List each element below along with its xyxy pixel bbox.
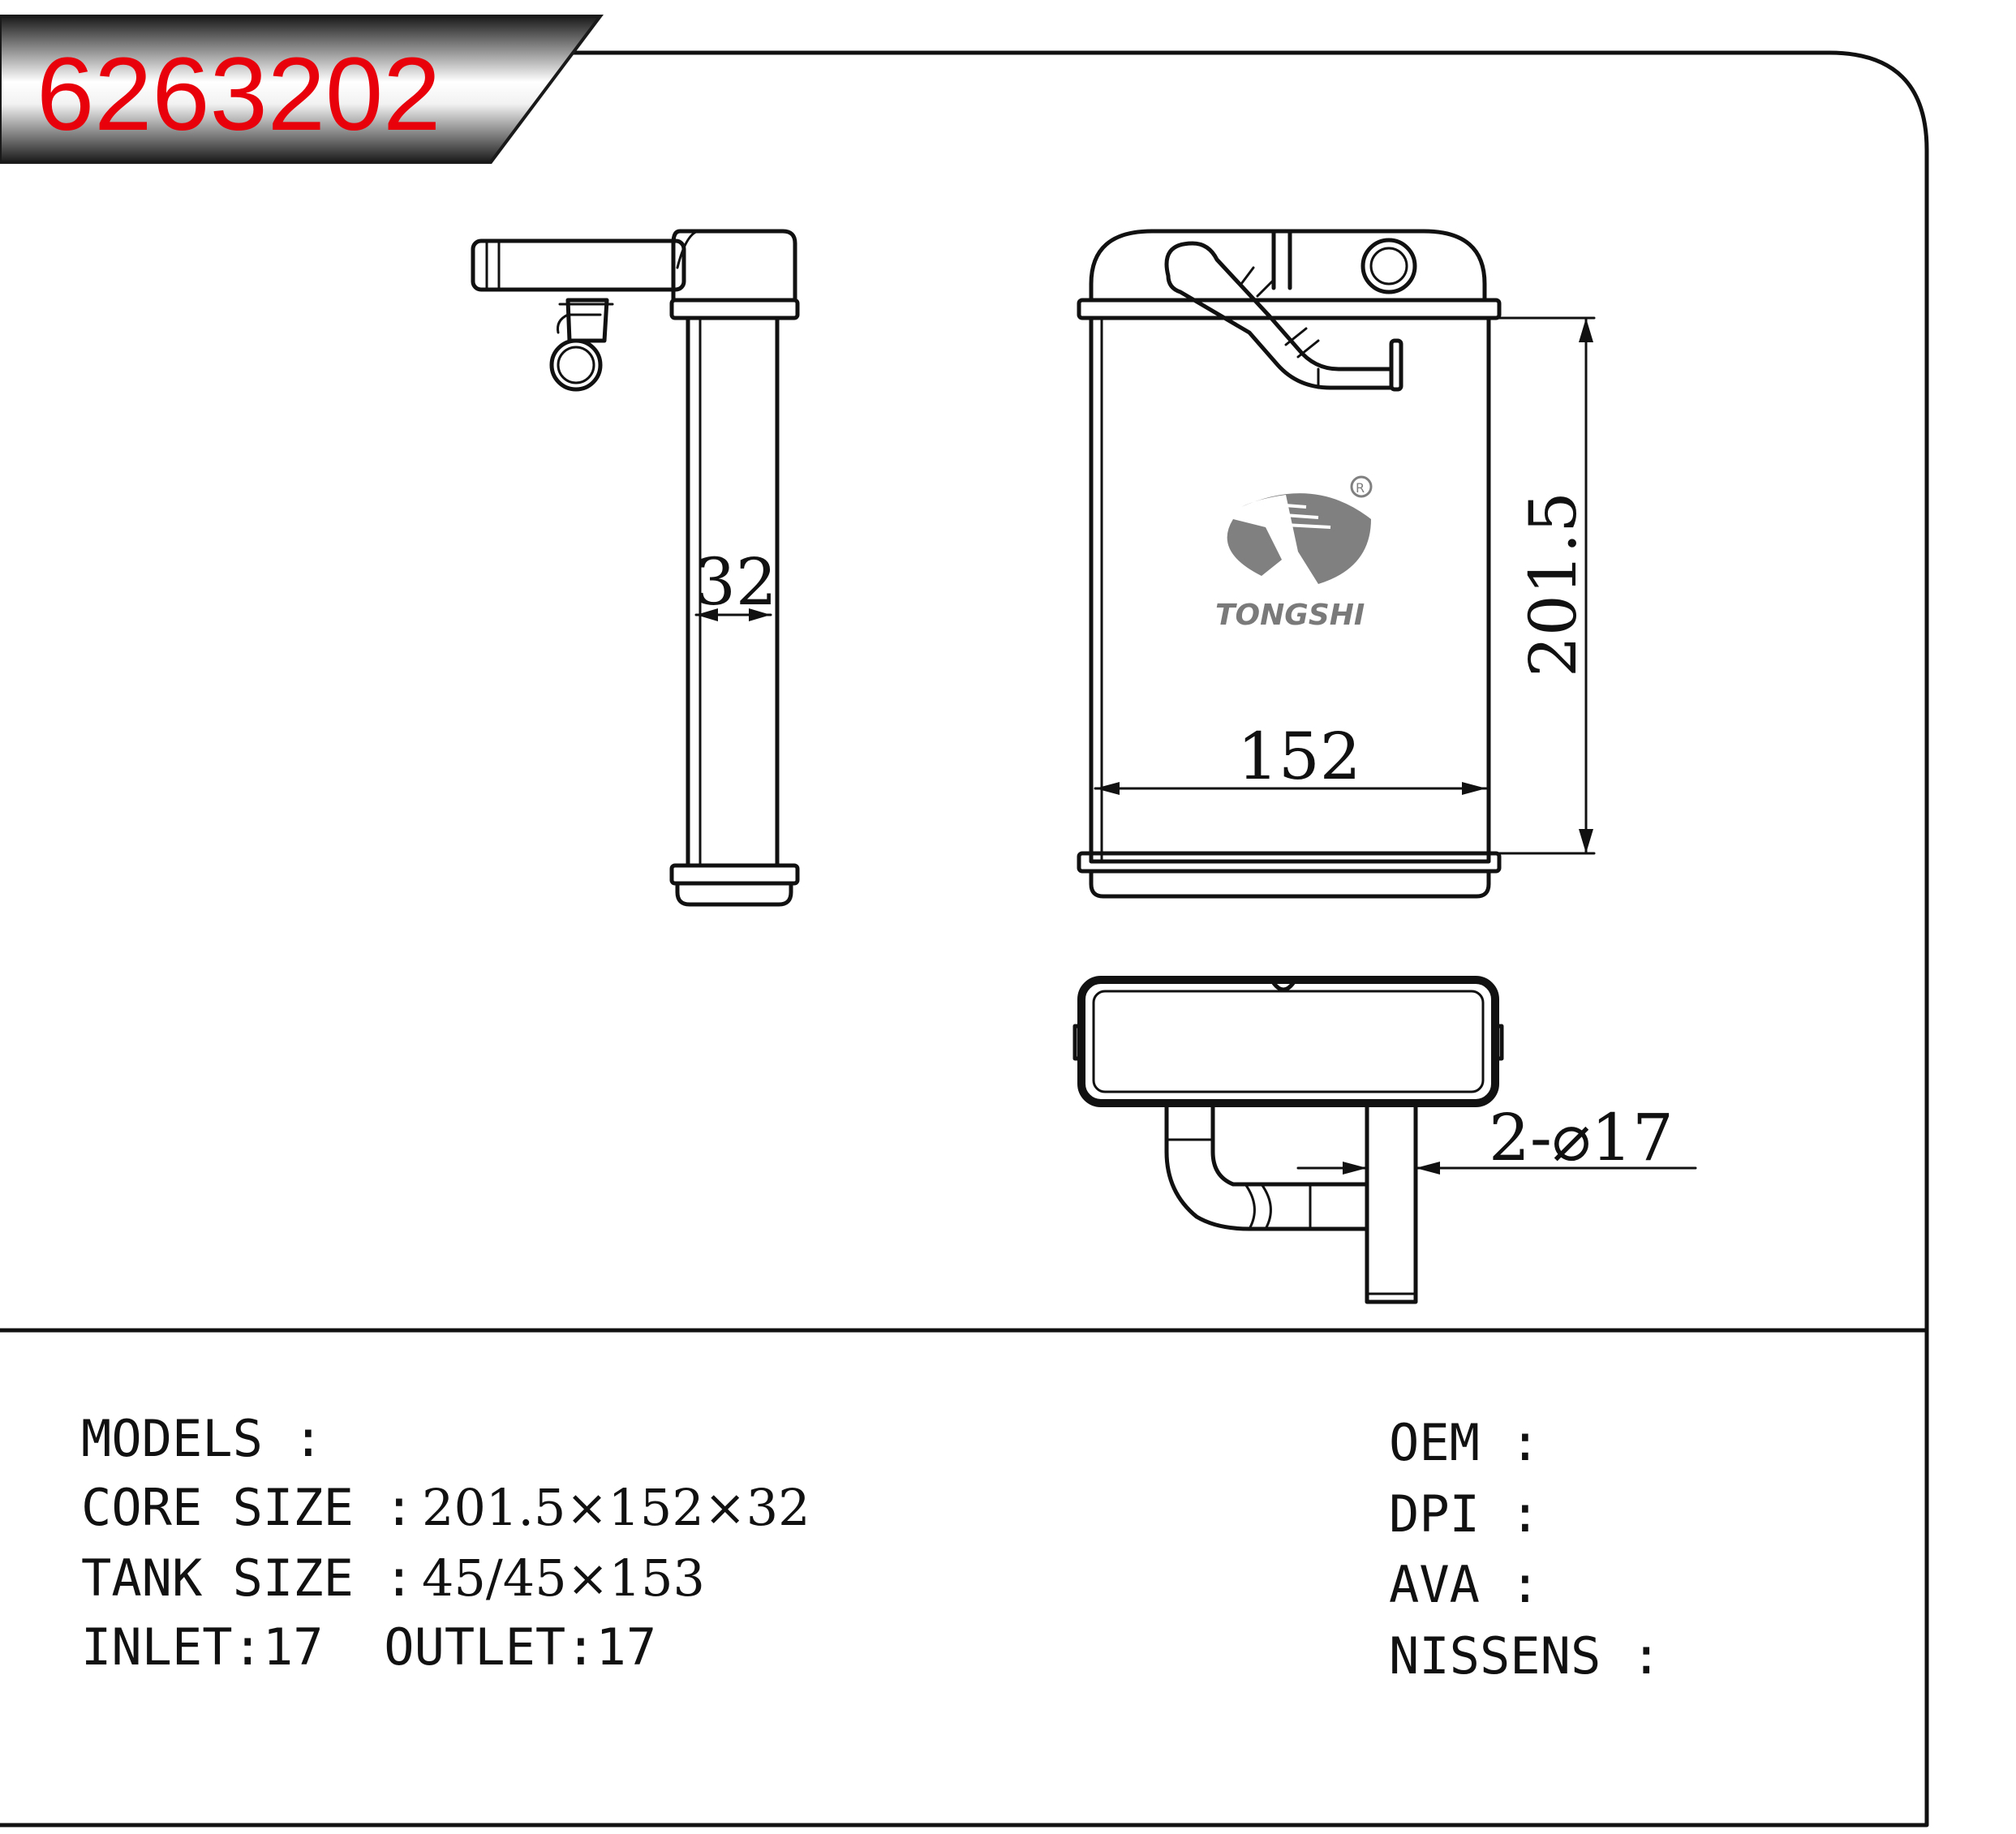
- dim-height-label: 201.5: [1515, 492, 1591, 677]
- part-code-banner: 6263202: [0, 15, 604, 164]
- tongshi-logo: R TONGSHI: [1215, 475, 1373, 632]
- oem-label: OEM :: [1389, 1413, 1541, 1472]
- models-label: MODELS :: [81, 1409, 324, 1468]
- side-view: 32: [471, 229, 800, 907]
- front-view: 201.5 152: [1077, 229, 1596, 899]
- spec-block-right: OEM : DPI : AVA : NISSENS :: [1389, 1413, 1661, 1686]
- dpi-label: DPI :: [1389, 1484, 1541, 1544]
- dim-width-label: 152: [1237, 719, 1361, 794]
- core-size-value: 201.5×152×32: [422, 1478, 810, 1537]
- part-code: 6263202: [37, 37, 441, 152]
- nissens-label: NISSENS :: [1389, 1626, 1661, 1686]
- dim-thickness-label: 32: [694, 544, 777, 620]
- ava-label: AVA :: [1389, 1555, 1541, 1614]
- registered-mark: R: [1356, 480, 1365, 496]
- tank-size-value: 45/45×153: [422, 1548, 705, 1608]
- dim-pipes-label: 2-⌀17: [1489, 1100, 1674, 1175]
- logo-brand: TONGSHI: [1215, 599, 1365, 632]
- spec-block-left: MODELS : CORE SIZE : 201.5×152×32 TANK S…: [81, 1409, 810, 1677]
- tank-size-label: TANK SIZE :: [81, 1548, 415, 1608]
- inlet-outlet: INLET:17 OUTLET:17: [81, 1617, 656, 1677]
- bottom-view: 2-⌀17: [1072, 976, 1697, 1304]
- sheet-frame: [0, 50, 1929, 1828]
- core-size-label: CORE SIZE :: [81, 1478, 415, 1537]
